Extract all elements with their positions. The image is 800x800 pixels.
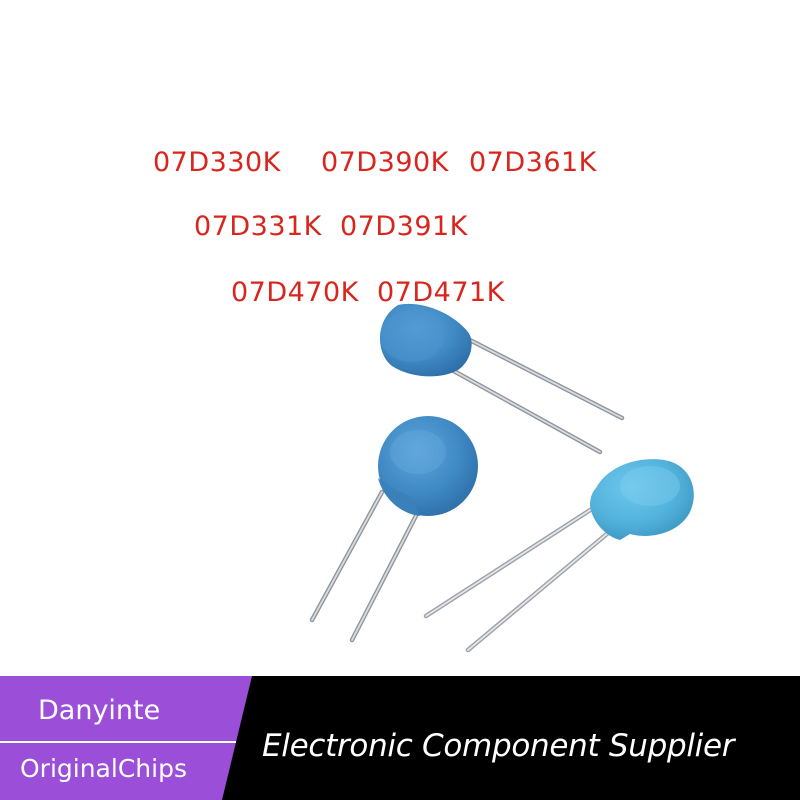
tagline: Electronic Component Supplier	[262, 728, 735, 764]
varistor-small-top	[379, 303, 625, 455]
part-code: 07D361K	[469, 147, 597, 178]
part-code: 07D391K	[340, 211, 468, 242]
varistor-large-middle	[309, 416, 478, 643]
part-code: 07D470K	[231, 277, 359, 308]
part-code: 07D331K	[194, 211, 322, 242]
brand-name: Danyinte	[38, 695, 161, 726]
varistor-light-right	[423, 459, 694, 653]
varistor-photo	[309, 303, 694, 653]
part-code: 07D390K	[321, 147, 449, 178]
part-code-list: 07D330K 07D390K 07D361K 07D331K 07D391K …	[0, 0, 800, 320]
part-code: 07D330K	[153, 147, 281, 178]
brand-subtitle: OriginalChips	[20, 754, 187, 783]
brand-panel	[0, 676, 252, 800]
part-code: 07D471K	[377, 277, 505, 308]
